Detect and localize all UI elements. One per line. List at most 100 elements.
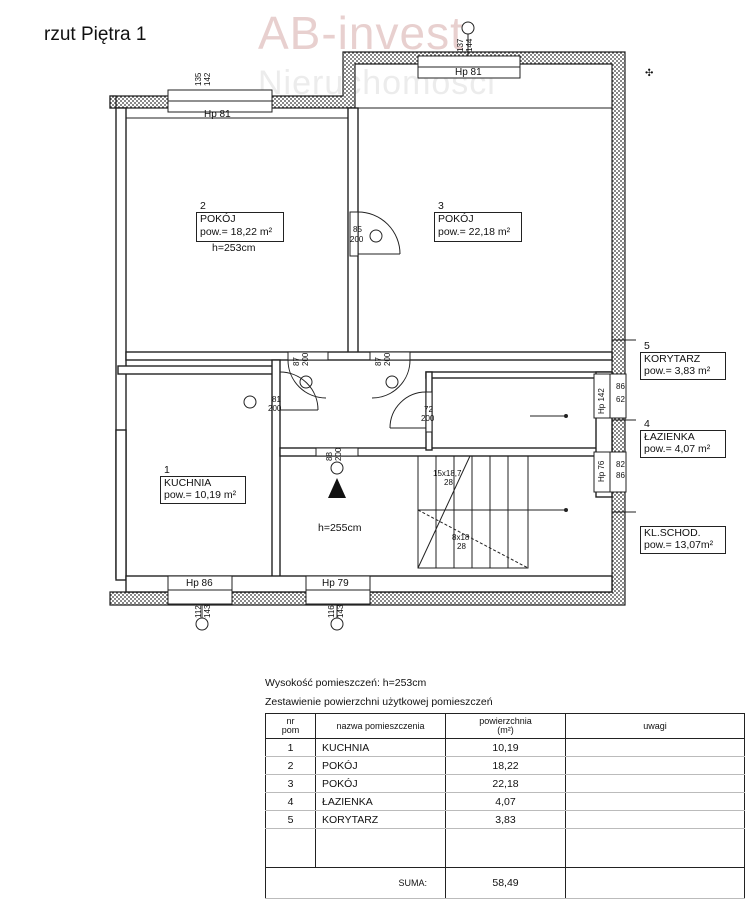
row-area: 18,22 [445, 756, 566, 775]
header-notes: uwagi [565, 713, 745, 739]
room-5-number: 5 [644, 340, 650, 352]
stairwell-label-box [640, 526, 726, 554]
window-w3-label: Hp 86 [186, 578, 213, 589]
window-w3-dim-a: 112 [194, 605, 203, 618]
wall-kitchen-right [271, 359, 281, 581]
room-1-area: pow.= 10,19 m² [164, 489, 237, 501]
window-w2-dim-a: 137 [456, 38, 465, 52]
room-4-number: 4 [644, 418, 650, 430]
row-name: ŁAZIENKA [315, 792, 446, 811]
window-w1-dim-b: 142 [203, 72, 212, 86]
row-notes [565, 810, 745, 829]
row-no: 5 [265, 810, 316, 829]
row-notes [565, 738, 745, 757]
door-d4-width: 81 [272, 395, 281, 404]
room-4-label-box [640, 430, 726, 458]
row-area: 22,18 [445, 774, 566, 793]
room-3-name: POKÓJ [438, 213, 474, 225]
room-4-name: ŁAZIENKA [644, 431, 695, 443]
table-row: 1 KUCHNIA 10,19 [265, 738, 745, 757]
table-sum-row: SUMA: 58,49 [265, 867, 745, 899]
header-no: nr pom [265, 713, 316, 739]
room-5-name: KORYTARZ [644, 353, 701, 365]
row-no: 4 [265, 792, 316, 811]
wall-corridor-top [425, 371, 613, 379]
row-name: POKÓJ [315, 774, 446, 793]
wall-kitchen-left [115, 429, 127, 581]
window-w4 [305, 575, 371, 631]
door-d6-width: 88 [325, 452, 334, 461]
room-3-number: 3 [438, 200, 444, 212]
stairwell-name: KL.SCHOD. [644, 527, 701, 539]
window-w6-dim-a: 82 [616, 460, 625, 469]
door-d1-height: 200 [350, 235, 364, 244]
sum-label: SUMA: [265, 867, 446, 899]
floor-plan: Hp 81 135 142 Hp 81 137 144 Hp 86 112 14… [109, 21, 653, 631]
row-name: KUCHNIA [315, 738, 446, 757]
window-w5-dim-a: 86 [616, 382, 625, 391]
door-d3 [369, 351, 411, 399]
window-w5-dim-b: 62 [616, 395, 625, 404]
row-area: 10,19 [445, 738, 566, 757]
staircase [417, 414, 568, 569]
stairs-bottom-tread: 28 [457, 542, 466, 551]
window-w1-dim-a: 135 [194, 72, 203, 86]
window-w1 [167, 89, 273, 113]
stairs-top-tread: 28 [444, 478, 453, 487]
room-1-label-box [160, 476, 246, 504]
row-name: KORYTARZ [315, 810, 446, 829]
table-row: 4 ŁAZIENKA 4,07 [265, 792, 745, 811]
sum-value: 58,49 [445, 867, 566, 899]
table-row-empty [265, 828, 745, 868]
table-row: 2 POKÓJ 18,22 [265, 756, 745, 775]
window-w3-dim-b: 143 [203, 604, 212, 618]
window-w2-dim-b: 144 [465, 38, 474, 52]
door-d1 [349, 211, 401, 257]
header-area: powierzchnia (m²) [445, 713, 566, 739]
area-table: nr pom nazwa pomieszczenia powierzchnia … [265, 713, 745, 899]
door-d2-width: 87 [292, 357, 301, 366]
row-no: 3 [265, 774, 316, 793]
room-height-note: Wysokość pomieszczeń: h=253cm [265, 677, 427, 689]
room-2-name: POKÓJ [200, 213, 236, 225]
corner-mark-icon: ✣ [645, 68, 653, 79]
door-d1-width: 85 [353, 225, 362, 234]
window-w6 [593, 451, 627, 493]
room-3-label-box [434, 212, 522, 242]
room-2-outline [125, 117, 349, 353]
window-w2 [417, 21, 521, 79]
wall-corner [109, 95, 117, 109]
room-5-label-box [640, 352, 726, 380]
row-no: 2 [265, 756, 316, 775]
table-row: 5 KORYTARZ 3,83 [265, 810, 745, 829]
window-w1-label: Hp 81 [204, 109, 231, 120]
area-table-header: nr pom nazwa pomieszczenia powierzchnia … [265, 713, 745, 739]
room-2-area: pow.= 18,22 m² [200, 226, 273, 238]
door-d5-height: 200 [421, 414, 435, 423]
row-no: 1 [265, 738, 316, 757]
window-w4-dim-b: 143 [336, 604, 345, 618]
room-2-label-box [196, 212, 284, 242]
outer-wall [109, 51, 626, 606]
window-w2-label: Hp 81 [455, 67, 482, 78]
header-name: nazwa pomieszczenia [315, 713, 446, 739]
door-d4-height: 200 [268, 404, 282, 413]
room-2-number: 2 [200, 200, 206, 212]
area-table-title: Zestawienie powierzchni użytkowej pomies… [265, 696, 493, 708]
window-w5-label: Hp 142 [597, 388, 606, 414]
window-w4-label: Hp 79 [322, 578, 349, 589]
wall-mid-horizontal [125, 351, 613, 361]
door-d3-width: 87 [374, 357, 383, 366]
door-d5-width: 72 [424, 405, 433, 414]
row-name: POKÓJ [315, 756, 446, 775]
room-5-area: pow.= 3,83 m² [644, 365, 711, 377]
row-notes [565, 756, 745, 775]
row-notes [565, 774, 745, 793]
window-w6-dim-b: 86 [616, 471, 625, 480]
room-3-area: pow.= 22,18 m² [438, 226, 511, 238]
window-w3 [167, 575, 233, 631]
window-w6-label: Hp 76 [597, 460, 606, 482]
door-d3-height: 200 [383, 352, 392, 366]
row-area: 4,07 [445, 792, 566, 811]
table-row: 3 POKÓJ 22,18 [265, 774, 745, 793]
